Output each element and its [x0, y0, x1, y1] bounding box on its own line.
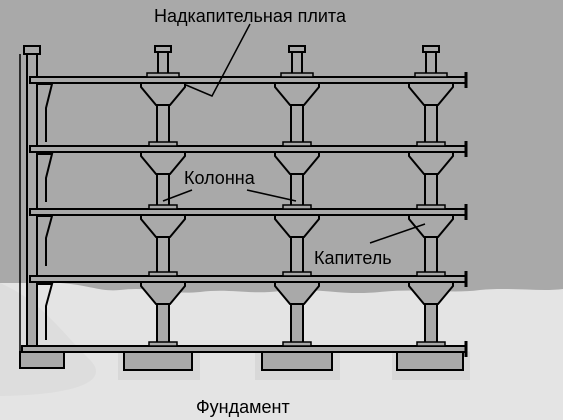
- capital-leader: [369, 223, 426, 244]
- foundations: [19, 351, 464, 371]
- column-shaft: [156, 236, 170, 277]
- slab-level-3: [29, 145, 467, 153]
- column-base-plate: [148, 204, 178, 210]
- column-base-plate: [282, 141, 312, 147]
- capital: [140, 151, 186, 175]
- slab-level-4: [29, 76, 467, 84]
- column-leader-1: [162, 189, 193, 202]
- slab-leader: [185, 23, 251, 97]
- foundation-3: [396, 351, 464, 371]
- foundation-edge: [19, 351, 65, 369]
- interior-columns: [140, 45, 454, 347]
- column-base-plate: [148, 271, 178, 277]
- floor-slabs: [21, 76, 467, 353]
- column-base-plate: [416, 271, 446, 277]
- capital: [408, 214, 454, 238]
- column-shaft: [290, 173, 304, 210]
- leader-lines: [162, 23, 426, 244]
- column-shaft: [290, 303, 304, 347]
- column-shaft: [424, 236, 438, 277]
- column-base-plate: [148, 141, 178, 147]
- capital: [140, 214, 186, 238]
- column-base-plate: [416, 341, 446, 347]
- column-base-plate: [282, 341, 312, 347]
- column-shaft: [156, 303, 170, 347]
- column-shaft: [290, 236, 304, 277]
- column-base-plate: [416, 141, 446, 147]
- capital: [274, 151, 320, 175]
- capital-label: Капитель: [314, 248, 392, 268]
- capital: [408, 82, 454, 106]
- slab-level-2: [29, 208, 467, 216]
- column-shaft: [424, 173, 438, 210]
- slab-label: Надкапительная плита: [154, 6, 346, 26]
- capital: [140, 82, 186, 106]
- slab-level-1: [29, 275, 467, 283]
- column-roof-plate: [414, 72, 448, 78]
- capital: [274, 82, 320, 106]
- column-roof-plate: [146, 72, 180, 78]
- column-shaft: [290, 104, 304, 147]
- column-roof-plate: [280, 72, 314, 78]
- column-base-plate: [282, 204, 312, 210]
- foundation-2: [261, 351, 333, 371]
- foundation-label: Фундамент: [196, 397, 290, 417]
- column-top-cap: [154, 45, 172, 53]
- column-base-plate: [416, 204, 446, 210]
- column-shaft: [156, 173, 170, 210]
- column-leader-2: [246, 189, 297, 202]
- column-label: Колонна: [184, 168, 255, 188]
- column-shaft: [156, 104, 170, 147]
- capital: [408, 151, 454, 175]
- column-base-plate: [148, 341, 178, 347]
- capital: [274, 214, 320, 238]
- column-shaft: [424, 303, 438, 347]
- foundation-1: [123, 351, 193, 371]
- column-top-cap: [422, 45, 440, 53]
- column-shaft: [424, 104, 438, 147]
- column-base-plate: [282, 271, 312, 277]
- column-top-cap: [288, 45, 306, 53]
